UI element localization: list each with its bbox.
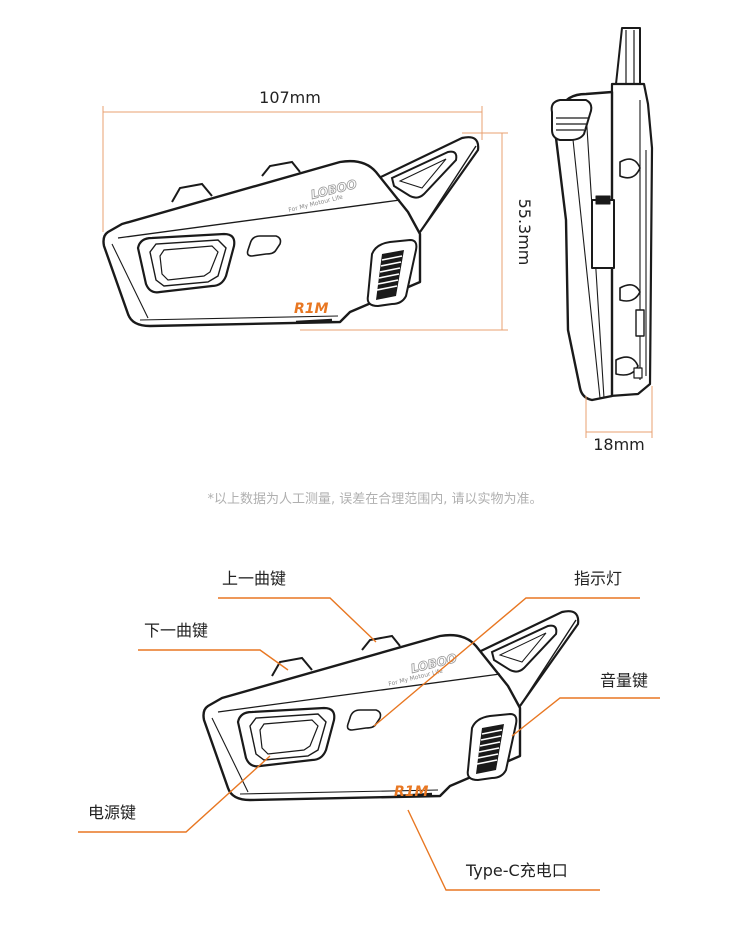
leader-indicator [373,597,640,727]
dimension-thickness [585,386,653,438]
model-mark: R1M [294,301,329,317]
callout-indicator: 指示灯 [574,569,622,588]
callout-power: 电源键 [88,803,136,822]
callout-prev-track: 上一曲键 [222,569,286,588]
callout-volume: 音量键 [600,671,648,690]
dimension-thickness-label: 18mm [593,435,645,454]
callout-charge-port: Type-C充电口 [465,861,568,880]
leader-prev-track [218,597,377,643]
disclaimer-note: *以上数据为人工测量, 误差在合理范围内, 请以实物为准。 [207,491,542,507]
labeled-device [202,610,580,802]
dimension-height [300,132,508,331]
side-view-device [550,27,654,402]
leader-charge-port [407,809,600,891]
leader-volume [511,697,660,737]
leader-next-track [138,649,289,671]
dimension-length [102,106,483,232]
callout-leaders [78,597,660,891]
model-mark-bottom: R1M [394,784,429,800]
dimension-height-label: 55.3mm [515,199,534,266]
top-view-device [102,135,480,328]
leader-power [78,755,271,833]
dimension-length-label: 107mm [259,88,321,107]
callout-next-track: 下一曲键 [144,621,208,640]
